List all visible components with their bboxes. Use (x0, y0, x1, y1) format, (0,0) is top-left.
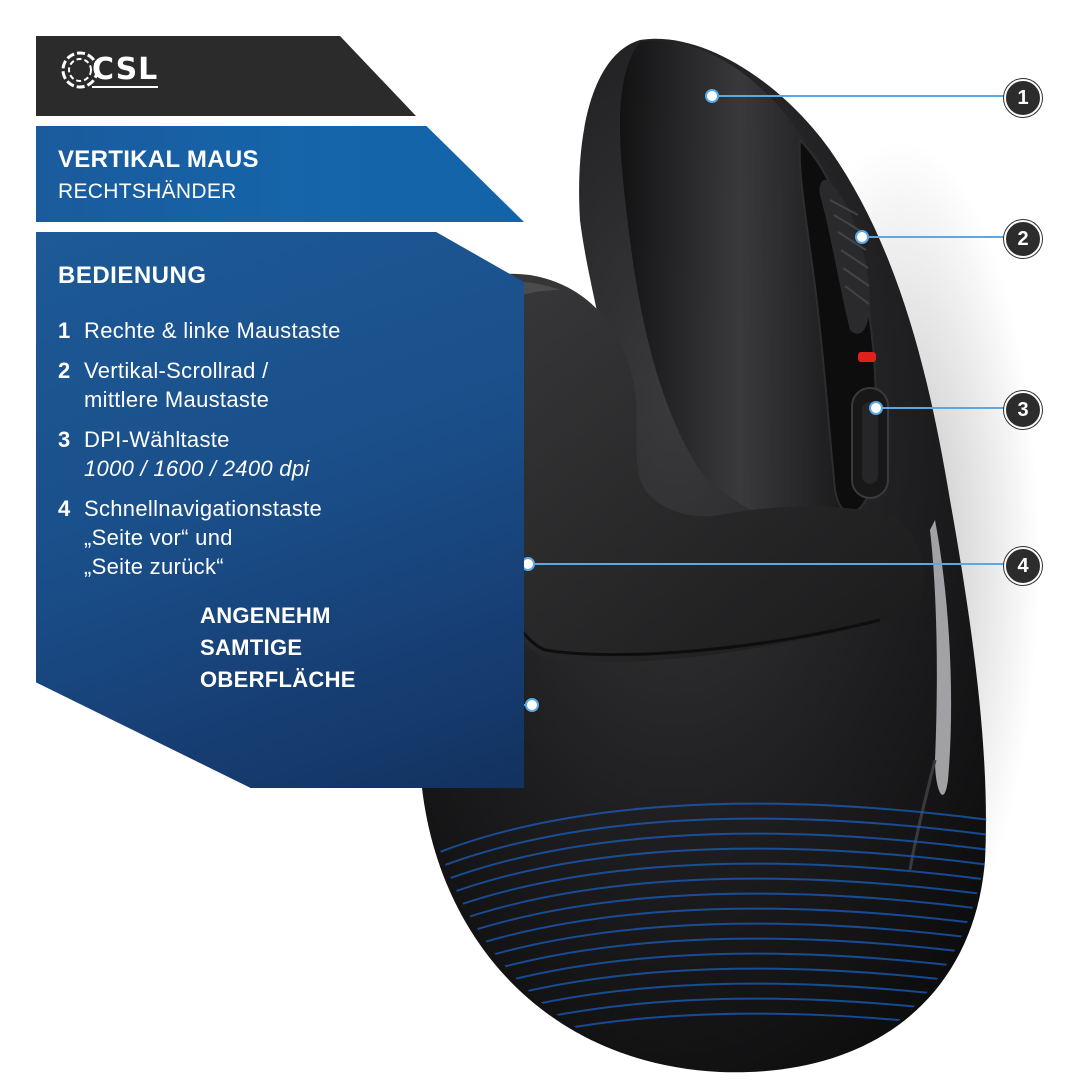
item-text: DPI-Wähltaste (84, 427, 230, 452)
scroll-wheel-grip (829, 199, 870, 305)
surface-label-line2: SAMTIGE (200, 635, 303, 660)
thumb-button-wing (436, 273, 924, 663)
callout-badge-2: 2 (1004, 220, 1042, 258)
item-text-line2: 1000 / 1600 / 2400 dpi (84, 456, 310, 481)
product-title: VERTIKAL MAUS (58, 146, 259, 173)
controls-list: 1 Rechte & linke Maustaste 2 Vertikal-Sc… (58, 316, 341, 592)
product-subtitle: RECHTSHÄNDER (58, 180, 237, 203)
surface-label-line3: OBERFLÄCHE (200, 667, 356, 692)
controls-heading: BEDIENUNG (58, 262, 207, 289)
list-item: 4 Schnellnavigationstaste „Seite vor“ un… (58, 494, 341, 581)
surface-label-line1: ANGENEHM (200, 603, 331, 628)
logo-text: CSL (92, 52, 159, 88)
brand-logo: CSL (58, 48, 159, 92)
side-highlight (930, 520, 952, 795)
base-blue-texture (419, 802, 990, 1071)
item-number: 2 (58, 358, 71, 383)
dpi-button-inner (862, 402, 878, 484)
surface-label: ANGENEHM SAMTIGE OBERFLÄCHE (200, 600, 356, 696)
csl-logo-icon (61, 51, 99, 89)
side-groove (908, 759, 937, 871)
logo-bar (36, 36, 416, 116)
item-text: Schnellnavigationstaste (84, 496, 323, 521)
item-text: Vertikal-Scrollrad / (84, 358, 269, 383)
list-item: 3 DPI-Wähltaste 1000 / 1600 / 2400 dpi (58, 425, 341, 483)
info-panel (36, 232, 524, 788)
dpi-led-indicator (858, 352, 876, 362)
list-item: 2 Vertikal-Scrollrad / mittlere Maustast… (58, 356, 341, 414)
callout-dots (521, 89, 883, 712)
callout-badge-3: 3 (1004, 391, 1042, 429)
item-number: 4 (58, 496, 71, 521)
callout-badge-4: 4 (1004, 547, 1042, 585)
item-text-line2: mittlere Maustaste (84, 387, 270, 412)
title-banner (36, 126, 524, 222)
item-number: 3 (58, 427, 71, 452)
list-item: 1 Rechte & linke Maustaste (58, 316, 341, 345)
item-number: 1 (58, 318, 71, 343)
item-text: Rechte & linke Maustaste (84, 318, 341, 343)
callout-badge-1: 1 (1004, 79, 1042, 117)
item-text-line3: „Seite zurück“ (84, 554, 224, 579)
item-text-line2: „Seite vor“ und (84, 525, 233, 550)
